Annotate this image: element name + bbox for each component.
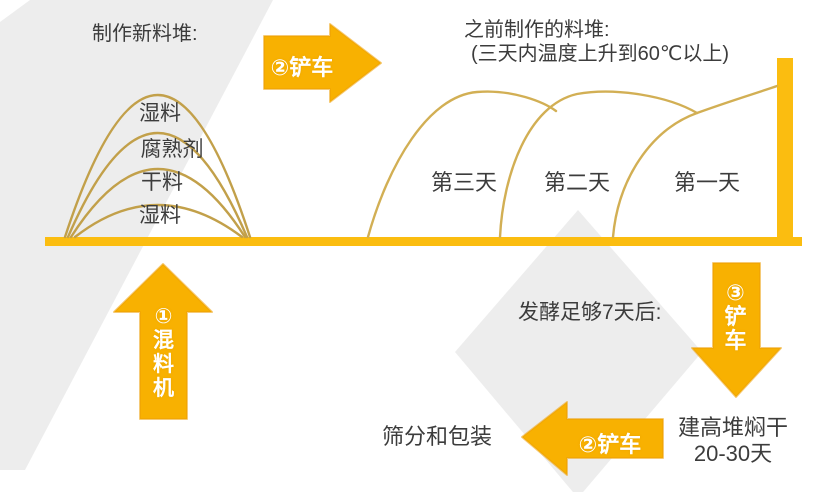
arrow-up-mixer: [113, 263, 213, 420]
arrow-down-loader-label: ③铲车: [724, 280, 747, 353]
mound-day3-outline: [366, 90, 558, 239]
process-arrows: [113, 23, 782, 476]
arrow-up-mixer-label: ①混料机: [153, 305, 174, 400]
new-pile-layer-wet-bottom: 湿料: [139, 204, 181, 227]
arrow-left-loader: [521, 401, 664, 476]
mound-day1-outline: [611, 84, 779, 239]
new-pile-arc-2: [66, 131, 249, 239]
screening-packing-label: 筛分和包装: [382, 424, 493, 449]
mound-label-day2: 第二天: [543, 170, 610, 195]
arrow-down-loader: [691, 262, 782, 398]
fermentation-note: 发酵足够7天后:: [518, 301, 662, 324]
new-pile-layer-inoculant: 腐熟剂: [140, 138, 204, 161]
background-diamond-topleft: [0, 0, 273, 470]
new-pile-layer-dry: 干料: [141, 171, 183, 194]
old-piles-title: 之前制作的料堆:: [464, 19, 610, 41]
old-pile-mounds: [366, 84, 779, 239]
mound-label-day1: 第一天: [673, 170, 740, 195]
new-pile-layer-wet-top: 湿料: [139, 102, 181, 125]
high-stack-line1: 建高堆焖干: [677, 415, 788, 440]
new-pile-title: 制作新料堆:: [92, 23, 198, 45]
new-pile-arc-inner: [73, 203, 244, 239]
mound-day2-outline: [498, 90, 699, 239]
new-pile-arc-outer: [63, 93, 252, 239]
new-pile-arc-3: [69, 168, 247, 239]
old-piles-subtitle: (三天内温度上升到60℃以上): [471, 43, 730, 65]
arrow-right-top: [263, 23, 382, 103]
arrow-right-top-label: ②铲车: [270, 55, 334, 80]
mound-label-day3: 第三天: [430, 170, 497, 195]
wall-bar: [777, 58, 793, 238]
arrow-left-loader-label: ②铲车: [578, 432, 642, 457]
high-stack-line2: 20-30天: [693, 441, 773, 466]
new-pile-arcs: [63, 93, 252, 239]
ground-bar: [45, 237, 802, 246]
